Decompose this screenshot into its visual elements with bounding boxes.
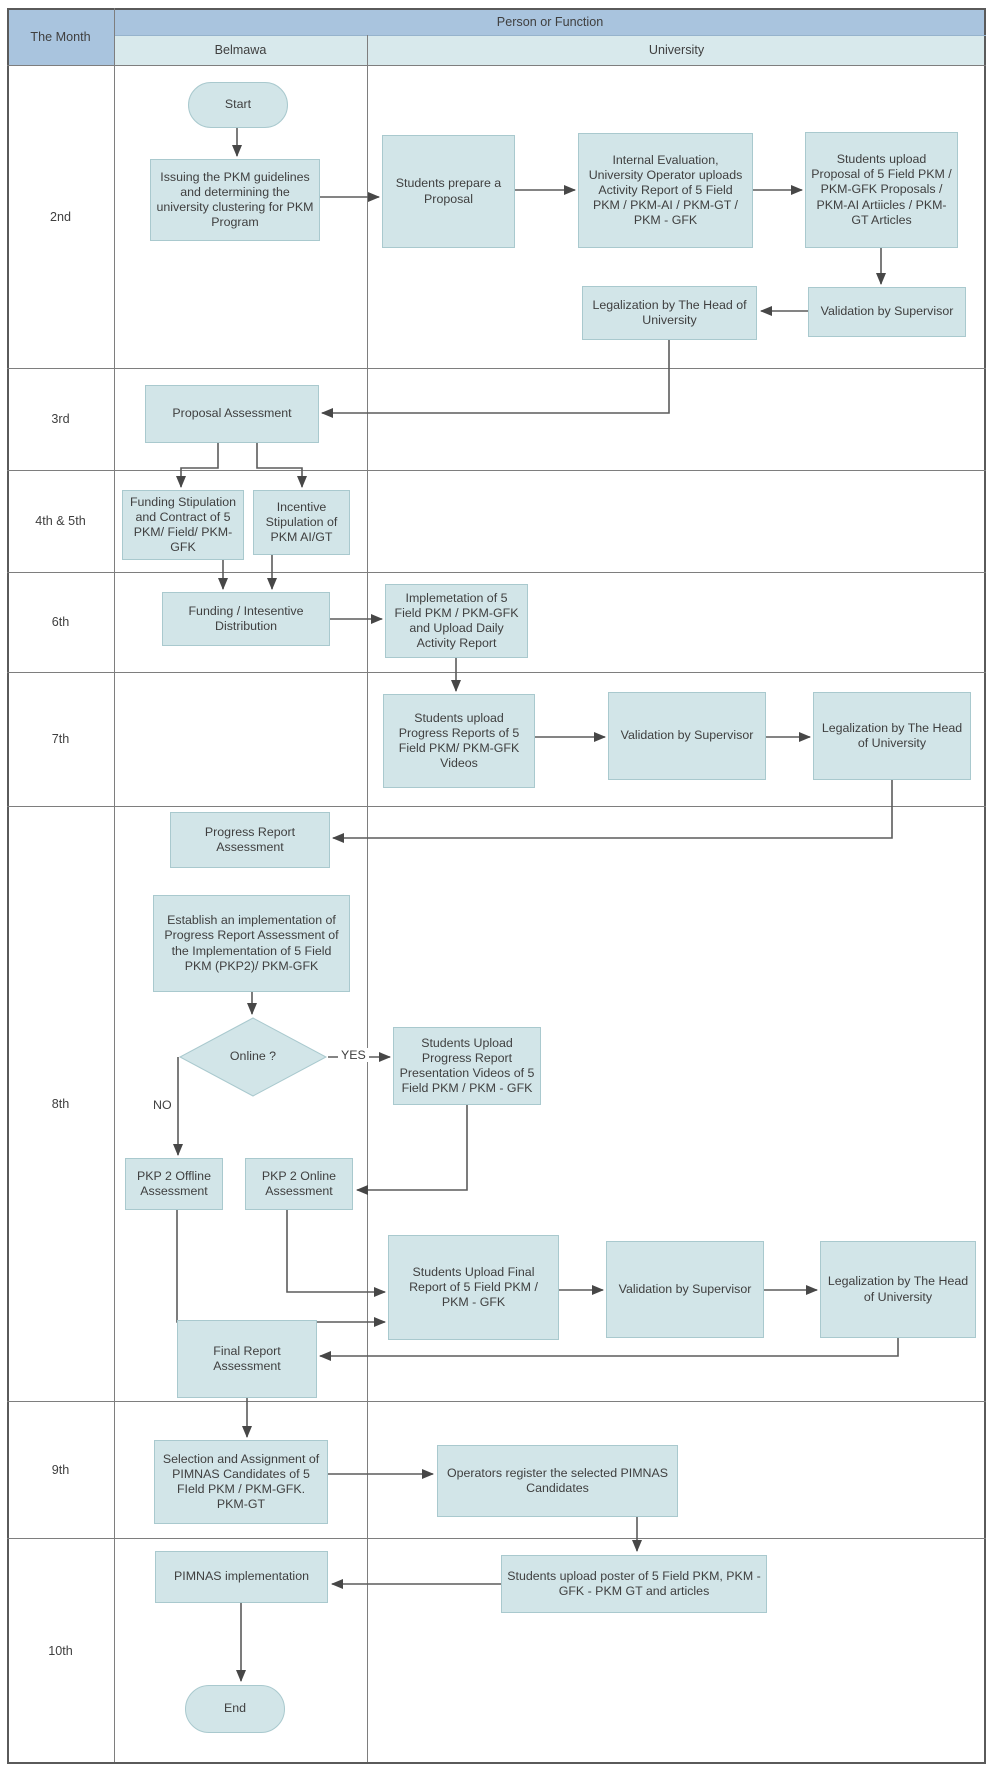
funding-distribution-box: Funding / Intesentive Distribution [162,592,330,646]
legalization-head-university-box-2: Legalization by The Head of University [813,692,971,780]
no-branch-label: NO [150,1098,175,1112]
lane-header-university: University [367,35,986,65]
row-label-10th: 10th [48,1644,73,1658]
grid-line [114,35,986,36]
lane-header-belmawa: Belmawa [114,35,367,65]
row-label-2nd: 2nd [49,209,71,224]
top-header-person-or-function: Person or Function [114,8,986,35]
pimnas-implementation-box: PIMNAS implementation [155,1551,328,1603]
row-label-6th: 6th [51,615,70,629]
incentive-stipulation-box: Incentive Stipulation of PKM AI/GT [253,490,350,555]
validation-by-supervisor-box-2: Validation by Supervisor [608,692,766,780]
issuing-guidelines-box: Issuing the PKM guidelines and determini… [150,159,320,241]
row-label-4th-5th: 4th & 5th [35,514,86,528]
month-column-divider [114,8,115,1762]
yes-branch-label: YES [338,1048,369,1062]
students-upload-poster-box: Students upload poster of 5 Field PKM, P… [501,1555,767,1613]
validation-by-supervisor-box-1: Validation by Supervisor [808,287,966,337]
final-report-assessment-box: Final Report Assessment [177,1320,317,1398]
row-label-7th: 7th [51,732,70,746]
grid-line [7,1401,986,1402]
legalization-head-university-box-3: Legalization by The Head of University [820,1241,976,1338]
establish-pkp2-implementation-box: Establish an implementation of Progress … [153,895,350,992]
pkp2-online-assessment-box: PKP 2 Online Assessment [245,1158,353,1210]
diamond-shape [178,1017,328,1097]
grid-line [7,572,986,573]
students-upload-proposal-box: Students upload Proposal of 5 Field PKM … [805,132,958,248]
start-node: Start [188,82,288,128]
top-header-label: Person or Function [496,14,604,29]
proposal-assessment-box: Proposal Assessment [145,385,319,443]
lane-belmawa-label: Belmawa [214,43,267,57]
online-decision-diamond: Online ? [178,1017,328,1097]
row-label-9th: 9th [51,1462,70,1477]
end-node: End [185,1685,285,1733]
row-label-3rd: 3rd [51,412,70,426]
table-outer-border [7,8,986,1764]
funding-stipulation-box: Funding Stipulation and Contract of 5 PK… [122,490,244,560]
legalization-head-university-box-1: Legalization by The Head of University [582,286,757,340]
implementation-upload-daily-box: Implemetation of 5 Field PKM / PKM-GFK a… [385,584,528,658]
students-upload-presentation-videos-box: Students Upload Progress Report Presenta… [393,1027,541,1105]
lane-university-label: University [648,43,705,57]
selection-pimnas-candidates-box: Selection and Assignment of PIMNAS Candi… [154,1440,328,1524]
students-prepare-proposal-box: Students prepare a Proposal [382,135,515,248]
validation-by-supervisor-box-3: Validation by Supervisor [606,1241,764,1338]
progress-report-assessment-box: Progress Report Assessment [170,812,330,868]
grid-line [7,672,986,673]
corner-label: The Month [30,29,91,44]
grid-line [7,368,986,369]
row-label-8th: 8th [51,1096,70,1111]
students-upload-final-report-box: Students Upload Final Report of 5 Field … [388,1235,559,1340]
lane-divider [367,35,368,1762]
corner-cell-the-month: The Month [7,8,114,65]
grid-line [7,1538,986,1539]
students-upload-progress-reports-box: Students upload Progress Reports of 5 Fi… [383,694,535,788]
internal-evaluation-box: Internal Evaluation, University Operator… [578,133,753,248]
grid-line [7,470,986,471]
grid-line [7,806,986,807]
operators-register-pimnas-box: Operators register the selected PIMNAS C… [437,1445,678,1517]
pkp2-offline-assessment-box: PKP 2 Offline Assessment [125,1158,223,1210]
grid-line [7,65,986,66]
